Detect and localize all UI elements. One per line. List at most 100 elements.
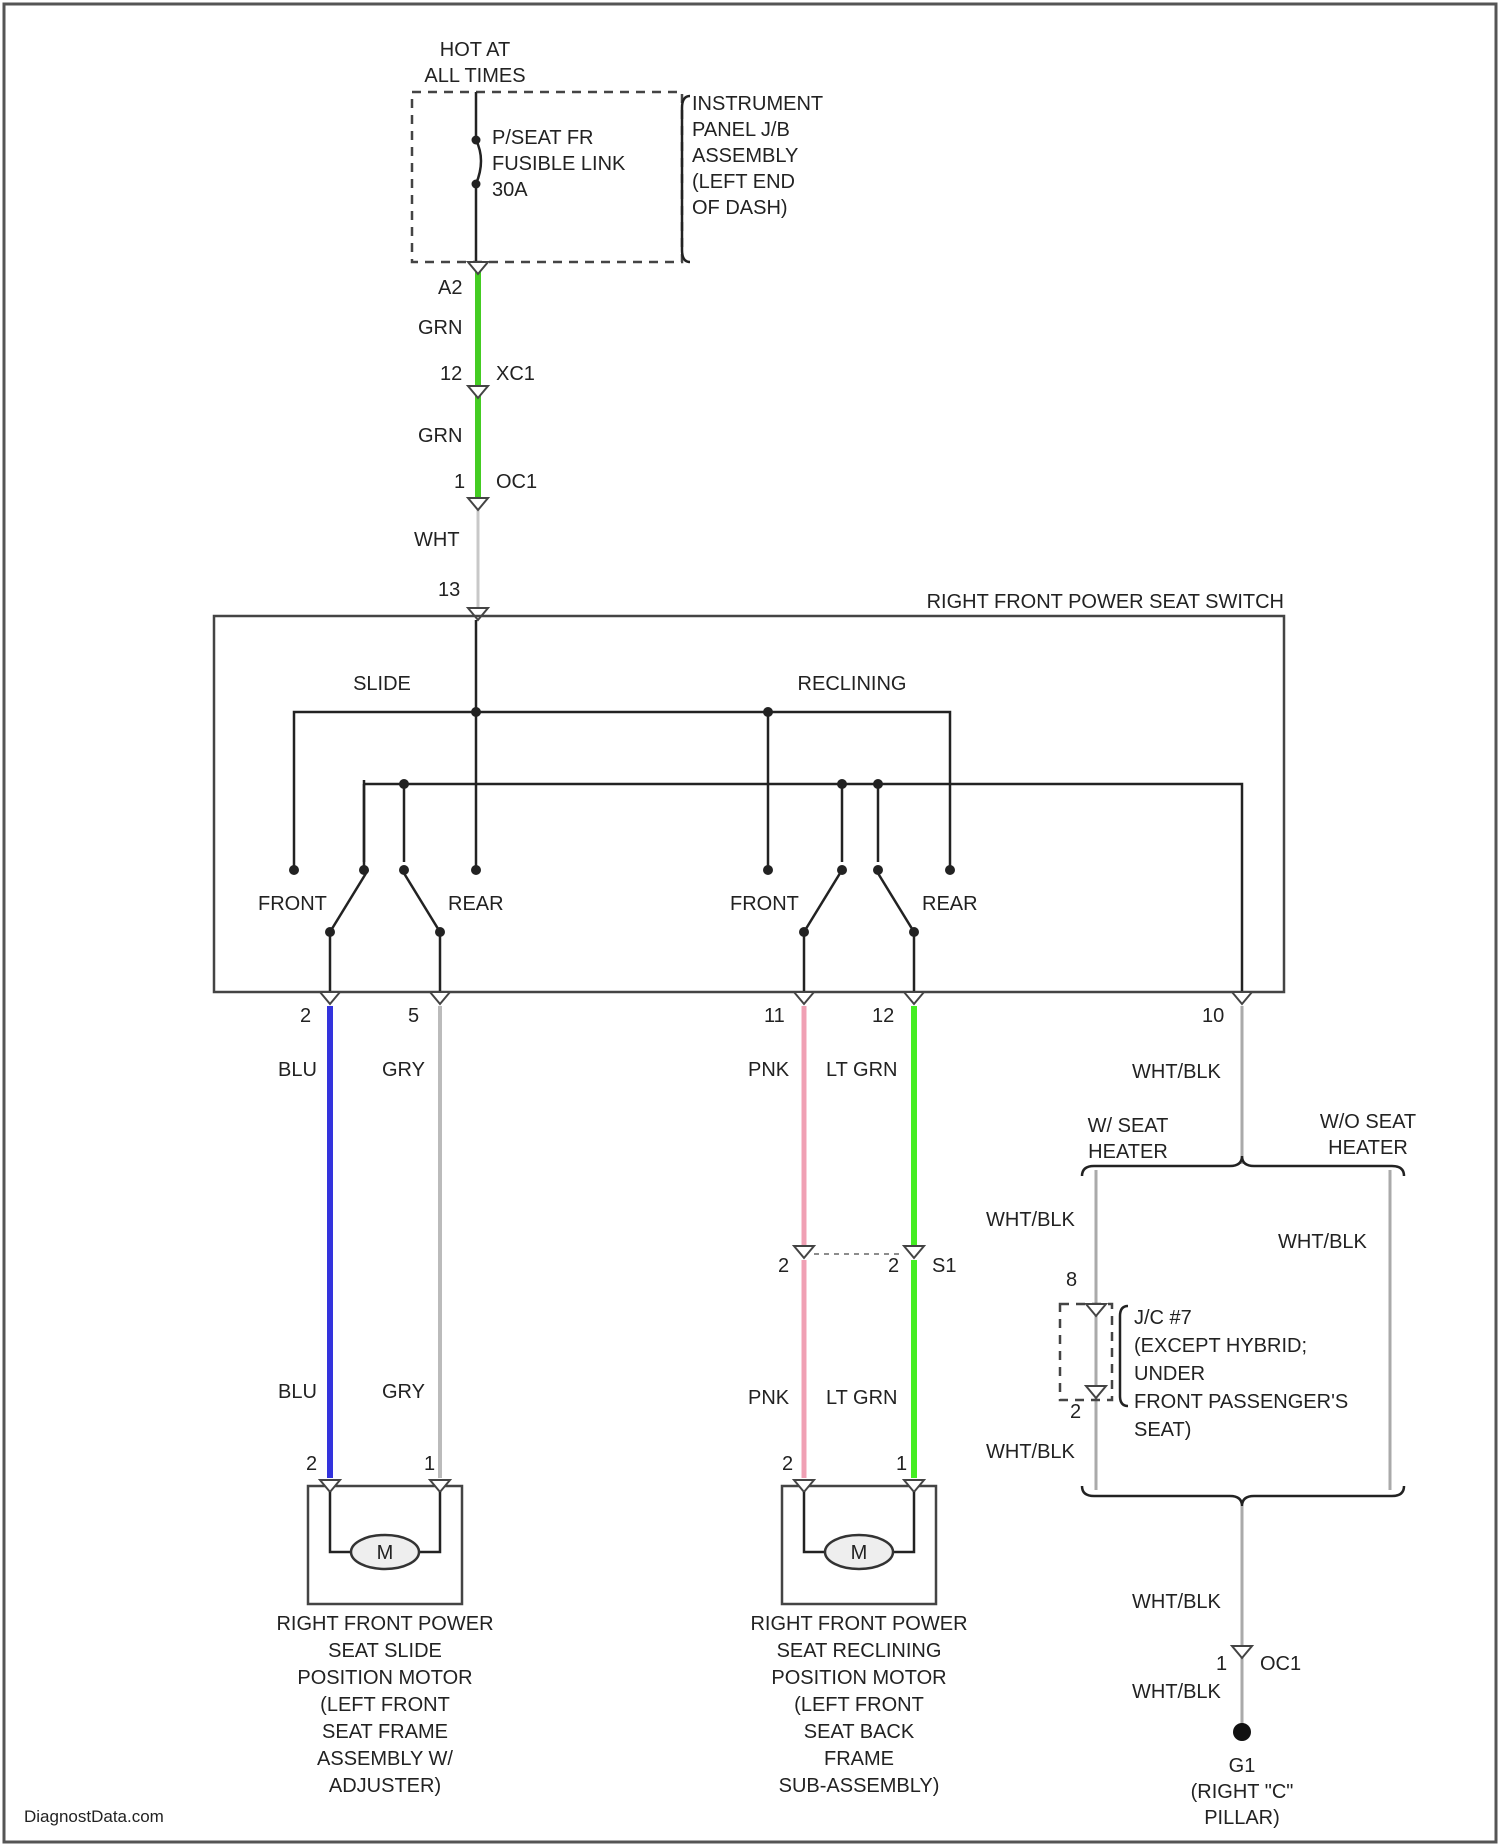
recl-front-contact <box>763 865 773 875</box>
wire-label-blu-2: BLU <box>278 1381 317 1403</box>
switch-pin-5: 5 <box>408 1005 419 1027</box>
jc7-label-5: SEAT) <box>1134 1419 1191 1441</box>
motor1-label-6: ASSEMBLY W/ <box>317 1748 453 1770</box>
conn-xc1: XC1 <box>496 363 535 385</box>
conn-oc1: OC1 <box>496 471 537 493</box>
jb-bracket <box>682 96 690 262</box>
with-heater-line2: HEATER <box>1088 1141 1168 1163</box>
slide-front-contact <box>289 865 299 875</box>
connector-s1-pnk <box>794 1246 814 1258</box>
motor1-pin-1: 1 <box>424 1453 435 1475</box>
option-brace-bottom <box>1082 1486 1404 1506</box>
wire-label-whtblk-left-2: WHT/BLK <box>986 1441 1076 1463</box>
connector-13 <box>468 608 488 620</box>
fuse-label-1: P/SEAT FR <box>492 127 594 149</box>
switch-pin-11: 11 <box>764 1005 785 1027</box>
jb-label-1: INSTRUMENT <box>692 93 823 115</box>
with-heater-line1: W/ SEAT <box>1088 1115 1169 1137</box>
wire-label-blu-1: BLU <box>278 1059 317 1081</box>
conn-oc1-bottom: OC1 <box>1260 1653 1301 1675</box>
ground-loc-1: (RIGHT "C" <box>1191 1781 1294 1803</box>
motor2-pin-1: 1 <box>896 1453 907 1475</box>
motor2-label-4: (LEFT FRONT <box>794 1694 924 1716</box>
wire-label-grn-2: GRN <box>418 425 462 447</box>
s1-pin-pnk: 2 <box>778 1255 789 1277</box>
pin-12: 12 <box>440 363 462 385</box>
wire-label-gry-1: GRY <box>382 1059 425 1081</box>
jc7-conn-top <box>1086 1304 1106 1316</box>
wire-label-pnk-1: PNK <box>748 1059 790 1081</box>
slide-rear-contact <box>471 865 481 875</box>
switch-pin-2: 2 <box>300 1005 311 1027</box>
ground-point-icon <box>1233 1723 1251 1741</box>
gbus-node-2 <box>837 779 847 789</box>
motor2-m: M <box>851 1542 868 1564</box>
slide-front-label: FRONT <box>258 893 327 915</box>
motor1-label-7: ADJUSTER) <box>329 1775 441 1797</box>
recl-rear-label: REAR <box>922 893 978 915</box>
slide-arm-1 <box>330 870 368 932</box>
fuse-label-2: FUSIBLE LINK <box>492 153 626 175</box>
power-bus <box>294 620 950 870</box>
motor2-label-2: SEAT RECLINING <box>777 1640 942 1662</box>
recl-front-label: FRONT <box>730 893 799 915</box>
switch-pin-10: 10 <box>1202 1005 1224 1027</box>
wire-label-grn-1: GRN <box>418 317 462 339</box>
motor1-label-1: RIGHT FRONT POWER <box>276 1613 493 1635</box>
switch-pin-10-conn <box>1232 992 1252 1004</box>
without-heater-line2: HEATER <box>1328 1137 1408 1159</box>
s1-pin-ltgrn: 2 <box>888 1255 899 1277</box>
motor2-label-1: RIGHT FRONT POWER <box>750 1613 967 1635</box>
wire-label-ltgrn-2: LT GRN <box>826 1387 898 1409</box>
wire-label-whtblk-left-1: WHT/BLK <box>986 1209 1076 1231</box>
recl-arm-2 <box>876 870 914 932</box>
bus-node-2 <box>763 707 773 717</box>
switch-title: RIGHT FRONT POWER SEAT SWITCH <box>927 591 1284 613</box>
switch-pin-2-conn <box>320 992 340 1004</box>
wire-label-ltgrn-1: LT GRN <box>826 1059 898 1081</box>
hot-label-line1: HOT AT <box>440 39 510 61</box>
jb-label-5: OF DASH) <box>692 197 788 219</box>
junction-block-outline <box>412 92 682 262</box>
slide-arm-2 <box>402 870 440 932</box>
motor2-pin-2: 2 <box>782 1453 793 1475</box>
jc7-label-4: FRONT PASSENGER'S <box>1134 1391 1348 1413</box>
motor2-label-7: SUB-ASSEMBLY) <box>779 1775 940 1797</box>
slide-rear-label: REAR <box>448 893 504 915</box>
pin-a2: A2 <box>438 277 462 299</box>
pin-13: 13 <box>438 579 460 601</box>
jc7-bracket <box>1120 1306 1128 1406</box>
wire-label-whtblk-bot-2: WHT/BLK <box>1132 1681 1222 1703</box>
hot-label-line2: ALL TIMES <box>424 65 525 87</box>
motor1-label-4: (LEFT FRONT <box>320 1694 450 1716</box>
page-border <box>4 4 1496 1842</box>
wire-label-wht: WHT <box>414 529 460 551</box>
motor2-label-6: FRAME <box>824 1748 894 1770</box>
motor1-pin-2: 2 <box>306 1453 317 1475</box>
watermark: DiagnostData.com <box>24 1807 164 1826</box>
jb-label-2: PANEL J/B <box>692 119 790 141</box>
jc7-conn-bottom <box>1086 1386 1106 1398</box>
connector-xc1 <box>468 386 488 398</box>
wire-label-whtblk-1: WHT/BLK <box>1132 1061 1222 1083</box>
jb-label-3: ASSEMBLY <box>692 145 798 167</box>
motor1-label-5: SEAT FRAME <box>322 1721 448 1743</box>
jc7-label-2: (EXCEPT HYBRID; <box>1134 1335 1307 1357</box>
wire-label-whtblk-right: WHT/BLK <box>1278 1231 1368 1253</box>
bus-node-1 <box>471 707 481 717</box>
connector-oc1-bottom <box>1232 1646 1252 1658</box>
jc7-label-1: J/C #7 <box>1134 1307 1192 1329</box>
motor1-m: M <box>377 1542 394 1564</box>
fuse-label-3: 30A <box>492 179 528 201</box>
slide-label: SLIDE <box>353 673 411 695</box>
motor1-label-3: POSITION MOTOR <box>297 1667 472 1689</box>
fuse-terminal-top <box>472 136 481 145</box>
reclining-label: RECLINING <box>798 673 907 695</box>
jb-label-4: (LEFT END <box>692 171 795 193</box>
ground-id: G1 <box>1229 1755 1256 1777</box>
gbus-node-1 <box>399 779 409 789</box>
switch-pin-5-conn <box>430 992 450 1004</box>
oc1-pin-1: 1 <box>1216 1653 1227 1675</box>
connector-a2 <box>468 262 488 274</box>
